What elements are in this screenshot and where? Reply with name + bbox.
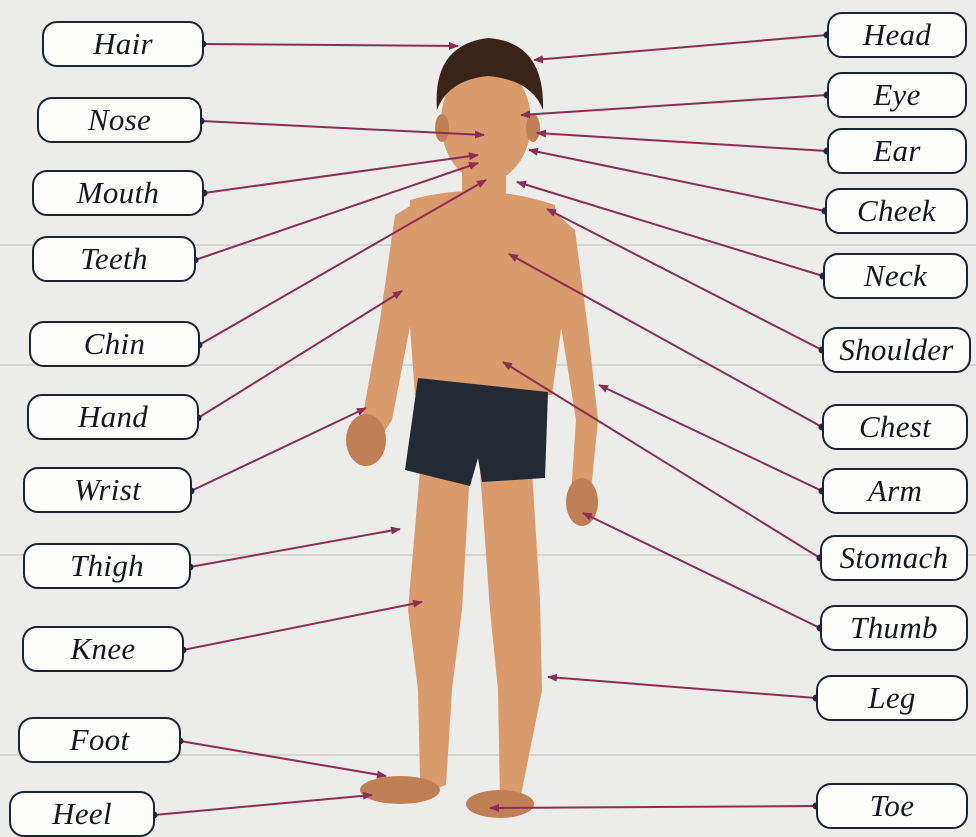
label-thigh: Thigh (23, 543, 191, 589)
connector-eye (521, 95, 827, 115)
connector-hair (203, 44, 458, 46)
connector-arm (599, 385, 822, 491)
label-hand: Hand (27, 394, 199, 440)
connector-leg (548, 677, 816, 698)
label-thumb: Thumb (820, 605, 968, 651)
label-knee: Knee (22, 626, 184, 672)
label-arm: Arm (822, 468, 968, 514)
connector-cheek (529, 150, 825, 211)
connector-head (534, 35, 827, 60)
label-shoulder: Shoulder (822, 327, 971, 373)
label-wrist: Wrist (23, 467, 192, 513)
connector-stomach (503, 362, 820, 558)
label-ear: Ear (827, 128, 967, 174)
connector-ear (537, 133, 827, 151)
label-foot: Foot (18, 717, 181, 763)
label-mouth: Mouth (32, 170, 204, 216)
label-hair: Hair (42, 21, 204, 67)
label-heel: Heel (9, 791, 155, 837)
label-nose: Nose (37, 97, 202, 143)
connector-heel (154, 795, 372, 815)
connector-toe (490, 806, 816, 808)
label-chin: Chin (29, 321, 200, 367)
label-teeth: Teeth (32, 236, 196, 282)
connector-mouth (204, 155, 478, 193)
label-eye: Eye (827, 72, 967, 118)
label-leg: Leg (816, 675, 968, 721)
connector-thigh (190, 529, 400, 567)
label-neck: Neck (823, 253, 968, 299)
label-chest: Chest (822, 404, 968, 450)
label-toe: Toe (816, 783, 968, 829)
label-cheek: Cheek (825, 188, 968, 234)
label-stomach: Stomach (820, 535, 968, 581)
connector-foot (180, 741, 386, 776)
label-head: Head (827, 12, 967, 58)
connector-wrist (191, 408, 366, 491)
connector-thumb (583, 513, 820, 628)
connector-knee (183, 602, 422, 650)
connector-shoulder (547, 209, 822, 350)
